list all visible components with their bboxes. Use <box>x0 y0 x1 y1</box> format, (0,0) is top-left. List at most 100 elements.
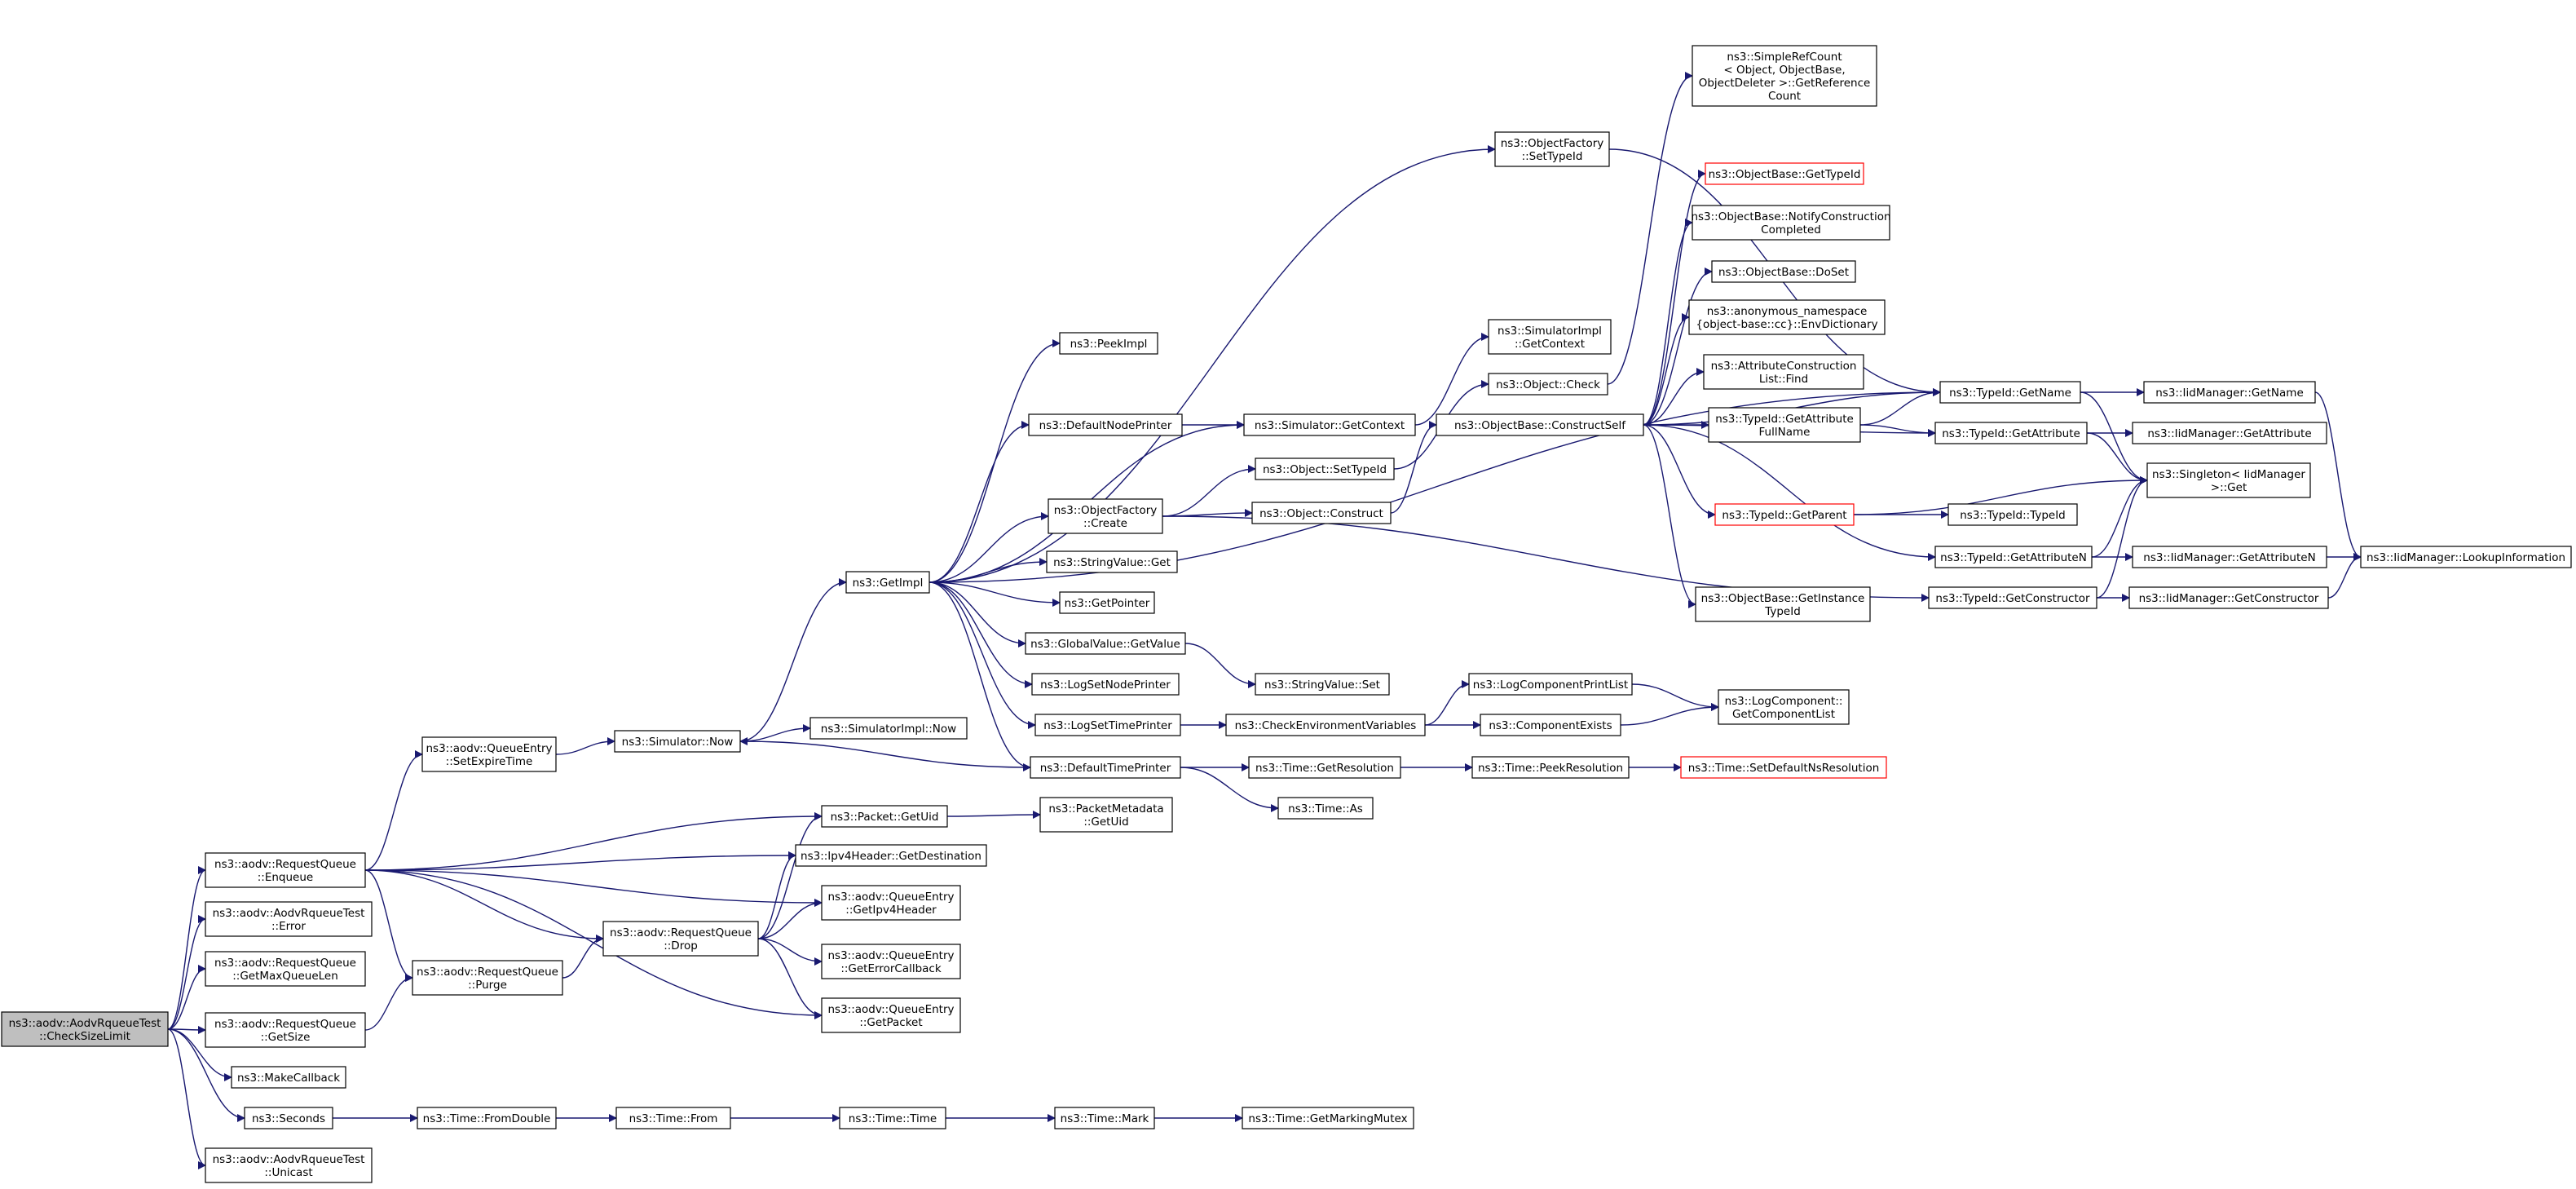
edge-constructself-to-typeidgetattributen <box>1643 424 1936 561</box>
function-nodes: ns3::aodv::AodvRqueueTest::CheckSizeLimi… <box>1 45 2572 1183</box>
node-defaultnodeprinter[interactable]: ns3::DefaultNodePrinter <box>1028 413 1183 436</box>
node-timefrom[interactable]: ns3::Time::From <box>615 1107 731 1129</box>
node-simplerefcount[interactable]: ns3::SimpleRefCount< Object, ObjectBase,… <box>1692 45 1877 107</box>
node-label: ::Drop <box>664 939 698 953</box>
node-getimpl[interactable]: ns3::GetImpl <box>845 571 930 594</box>
node-box <box>1046 550 1178 573</box>
node-box <box>1488 319 1612 355</box>
node-timemark[interactable]: ns3::Time::Mark <box>1054 1107 1155 1129</box>
node-geterrorcallback[interactable]: ns3::aodv::QueueEntry::GetErrorCallback <box>821 944 961 979</box>
node-timetime[interactable]: ns3::Time::Time <box>839 1107 946 1129</box>
node-packetmetadatauid[interactable]: ns3::PacketMetadata::GetUid <box>1039 797 1173 833</box>
node-getpointer[interactable]: ns3::GetPointer <box>1059 591 1155 614</box>
node-simimplnow[interactable]: ns3::SimulatorImpl::Now <box>809 717 968 740</box>
node-stringvalueget[interactable]: ns3::StringValue::Get <box>1046 550 1178 573</box>
node-timeas[interactable]: ns3::Time::As <box>1277 797 1374 820</box>
node-peekimpl[interactable]: ns3::PeekImpl <box>1059 332 1158 355</box>
node-typeidtypeid[interactable]: ns3::TypeId::TypeId <box>1947 503 2078 526</box>
node-typeidgetconstructor[interactable]: ns3::TypeId::GetConstructor <box>1928 586 2097 609</box>
node-label: ns3::StringValue::Get <box>1053 556 1171 569</box>
node-stringvalueset[interactable]: ns3::StringValue::Set <box>1255 673 1390 696</box>
node-peekresolution[interactable]: ns3::Time::PeekResolution <box>1471 756 1630 779</box>
edge-constructself-to-envdictionary <box>1643 313 1690 426</box>
node-label: ns3::aodv::RequestQueue <box>610 926 752 939</box>
node-label: ns3::GetImpl <box>853 577 924 590</box>
node-setdefaultnsres[interactable]: ns3::Time::SetDefaultNsResolution <box>1680 756 1887 779</box>
node-getparent[interactable]: ns3::TypeId::GetParent <box>1714 503 1855 526</box>
node-simgetcontext[interactable]: ns3::Simulator::GetContext <box>1243 413 1416 436</box>
node-label: >::Get <box>2211 481 2247 494</box>
node-simnow[interactable]: ns3::Simulator::Now <box>614 730 741 753</box>
node-box <box>1030 756 1181 779</box>
node-label: ns3::Packet::GetUid <box>831 811 939 824</box>
node-objfactorysettypeid[interactable]: ns3::ObjectFactory::SetTypeId <box>1494 131 1610 167</box>
node-enqueue[interactable]: ns3::aodv::RequestQueue::Enqueue <box>205 852 366 888</box>
node-singletonget[interactable]: ns3::Singleton< IidManager>::Get <box>2146 462 2311 498</box>
node-label: ns3::CheckEnvironmentVariables <box>1235 719 1417 732</box>
node-envdictionary[interactable]: ns3::anonymous_namespace{object-base::cc… <box>1688 299 1886 335</box>
node-typeidgetname[interactable]: ns3::TypeId::GetName <box>1939 381 2081 404</box>
node-notifyconstruction[interactable]: ns3::ObjectBase::NotifyConstructionCompl… <box>1691 205 1891 241</box>
edge-root-to-enqueue <box>167 866 206 1030</box>
node-getmarkingmutex[interactable]: ns3::Time::GetMarkingMutex <box>1242 1107 1414 1129</box>
node-logsetnodeprinter[interactable]: ns3::LogSetNodePrinter <box>1031 673 1180 696</box>
node-box <box>1 1011 169 1047</box>
node-getmaxqueuelen[interactable]: ns3::aodv::RequestQueue::GetMaxQueueLen <box>205 951 366 987</box>
node-packetgetuid[interactable]: ns3::Packet::GetUid <box>821 805 948 828</box>
node-seconds[interactable]: ns3::Seconds <box>244 1107 333 1129</box>
node-iidgetname[interactable]: ns3::IidManager::GetName <box>2143 381 2316 404</box>
call-edges <box>167 72 2362 1169</box>
node-getpacket[interactable]: ns3::aodv::QueueEntry::GetPacket <box>821 997 961 1033</box>
node-box <box>1243 413 1416 436</box>
node-constructself[interactable]: ns3::ObjectBase::ConstructSelf <box>1436 413 1644 436</box>
node-typeidgetattribute[interactable]: ns3::TypeId::GetAttribute <box>1934 422 2088 444</box>
node-iidgetattributen[interactable]: ns3::IidManager::GetAttributeN <box>2132 546 2327 568</box>
node-error[interactable]: ns3::aodv::AodvRqueueTest::Error <box>205 901 373 937</box>
edge-drop-to-getipv4header <box>757 899 823 939</box>
node-box <box>231 1066 346 1089</box>
node-label: ns3::SimulatorImpl::Now <box>821 723 956 736</box>
node-objsettypeid[interactable]: ns3::Object::SetTypeId <box>1255 457 1395 480</box>
node-setexpiretime[interactable]: ns3::aodv::QueueEntry::SetExpireTime <box>421 736 557 772</box>
edge-typeidgetattributen-to-singletonget <box>2091 476 2148 558</box>
node-makecallback[interactable]: ns3::MakeCallback <box>231 1066 346 1089</box>
node-componentexists[interactable]: ns3::ComponentExists <box>1480 714 1621 736</box>
node-checkenvvars[interactable]: ns3::CheckEnvironmentVariables <box>1225 714 1426 736</box>
node-logsettimeprinter[interactable]: ns3::LogSetTimePrinter <box>1034 714 1181 736</box>
node-objcheck[interactable]: ns3::Object::Check <box>1488 373 1608 396</box>
node-label: ns3::Time::As <box>1288 802 1363 816</box>
node-box <box>205 901 373 937</box>
node-lookupinformation[interactable]: ns3::IidManager::LookupInformation <box>2360 546 2572 568</box>
node-getipv4header[interactable]: ns3::aodv::QueueEntry::GetIpv4Header <box>821 885 961 921</box>
node-iidgetconstructor[interactable]: ns3::IidManager::GetConstructor <box>2128 586 2329 609</box>
node-box <box>602 921 759 957</box>
node-drop[interactable]: ns3::aodv::RequestQueue::Drop <box>602 921 759 957</box>
node-box <box>1692 45 1877 107</box>
node-unicast[interactable]: ns3::aodv::AodvRqueueTest::Unicast <box>205 1147 373 1183</box>
node-getcomponentlist[interactable]: ns3::LogComponent::GetComponentList <box>1718 689 1850 725</box>
node-fromdouble[interactable]: ns3::Time::FromDouble <box>417 1107 557 1129</box>
node-getsize[interactable]: ns3::aodv::RequestQueue::GetSize <box>205 1012 366 1048</box>
node-objbasegettypeid[interactable]: ns3::ObjectBase::GetTypeId <box>1705 162 1864 185</box>
node-globalvalueget[interactable]: ns3::GlobalValue::GetValue <box>1025 632 1186 655</box>
node-getresolution[interactable]: ns3::Time::GetResolution <box>1248 756 1401 779</box>
node-iidgetattribute[interactable]: ns3::IidManager::GetAttribute <box>2132 422 2327 444</box>
edge-root-to-error <box>167 915 206 1030</box>
node-simimplgetcontext[interactable]: ns3::SimulatorImpl::GetContext <box>1488 319 1612 355</box>
node-objconstruct[interactable]: ns3::Object::Construct <box>1251 502 1392 524</box>
node-objfactorycreate[interactable]: ns3::ObjectFactory::Create <box>1048 498 1163 534</box>
node-logcomponentprintlist[interactable]: ns3::LogComponentPrintList <box>1468 673 1633 696</box>
node-label: ns3::SimpleRefCount <box>1727 51 1842 64</box>
edge-constructself-to-doset <box>1643 267 1713 426</box>
node-root[interactable]: ns3::aodv::AodvRqueueTest::CheckSizeLimi… <box>1 1011 169 1047</box>
edge-constructself-to-notifyconstruction <box>1643 219 1693 426</box>
node-doset[interactable]: ns3::ObjectBase::DoSet <box>1711 260 1856 283</box>
node-getdestination[interactable]: ns3::Ipv4Header::GetDestination <box>795 844 987 867</box>
node-typeidgetattributen[interactable]: ns3::TypeId::GetAttributeN <box>1934 546 2093 568</box>
node-purge[interactable]: ns3::aodv::RequestQueue::Purge <box>412 960 563 996</box>
edge-defaulttimeprinter-to-simnow <box>739 737 1031 768</box>
node-defaulttimeprinter[interactable]: ns3::DefaultTimePrinter <box>1030 756 1181 779</box>
